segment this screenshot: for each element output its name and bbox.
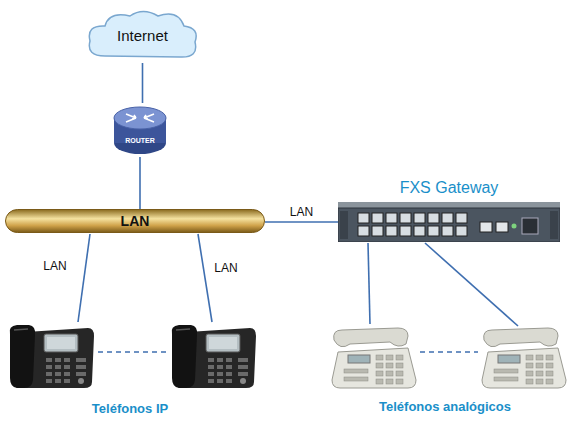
phone-wires [78, 234, 518, 352]
lan-wire [198, 234, 212, 322]
phone-line [368, 243, 370, 324]
text-holder: ROUTER [112, 133, 168, 149]
dashed-link [98, 351, 168, 353]
network-link [139, 157, 141, 209]
bus-bar [6, 210, 265, 233]
node-text: ROUTER [125, 137, 155, 145]
link-label: LAN [214, 261, 237, 275]
network-link [142, 63, 144, 103]
text-holder: LAN [5, 209, 265, 233]
router-shape [112, 103, 168, 157]
router-icon: ROUTER [112, 103, 168, 157]
gateway-chassis [338, 202, 560, 242]
lan-wire [78, 234, 90, 322]
text-holder: FXS Gateway [338, 176, 560, 200]
ip-phone [172, 325, 256, 388]
ip-phone [10, 325, 94, 388]
phone-line [425, 243, 518, 326]
text-holder: Internet [85, 8, 200, 63]
link-label: LAN [43, 259, 66, 273]
node-text: Internet [117, 27, 168, 44]
network-link [265, 221, 338, 223]
cloud-outline [89, 12, 196, 58]
internet-cloud: Internet [85, 8, 200, 63]
dashed-link [420, 351, 478, 353]
group-caption: Teléfonos analógicos [379, 399, 511, 414]
router-body [114, 107, 166, 154]
analog-phone [332, 328, 416, 388]
node-text: LAN [121, 213, 150, 229]
node-text: FXS Gateway [400, 179, 499, 197]
lan-bus: LAN [5, 209, 265, 233]
group-caption: Teléfonos IP [92, 401, 168, 416]
fxs-gateway: FXS Gateway [338, 176, 560, 242]
analog-phone [482, 328, 566, 388]
link-label: LAN [288, 205, 315, 219]
